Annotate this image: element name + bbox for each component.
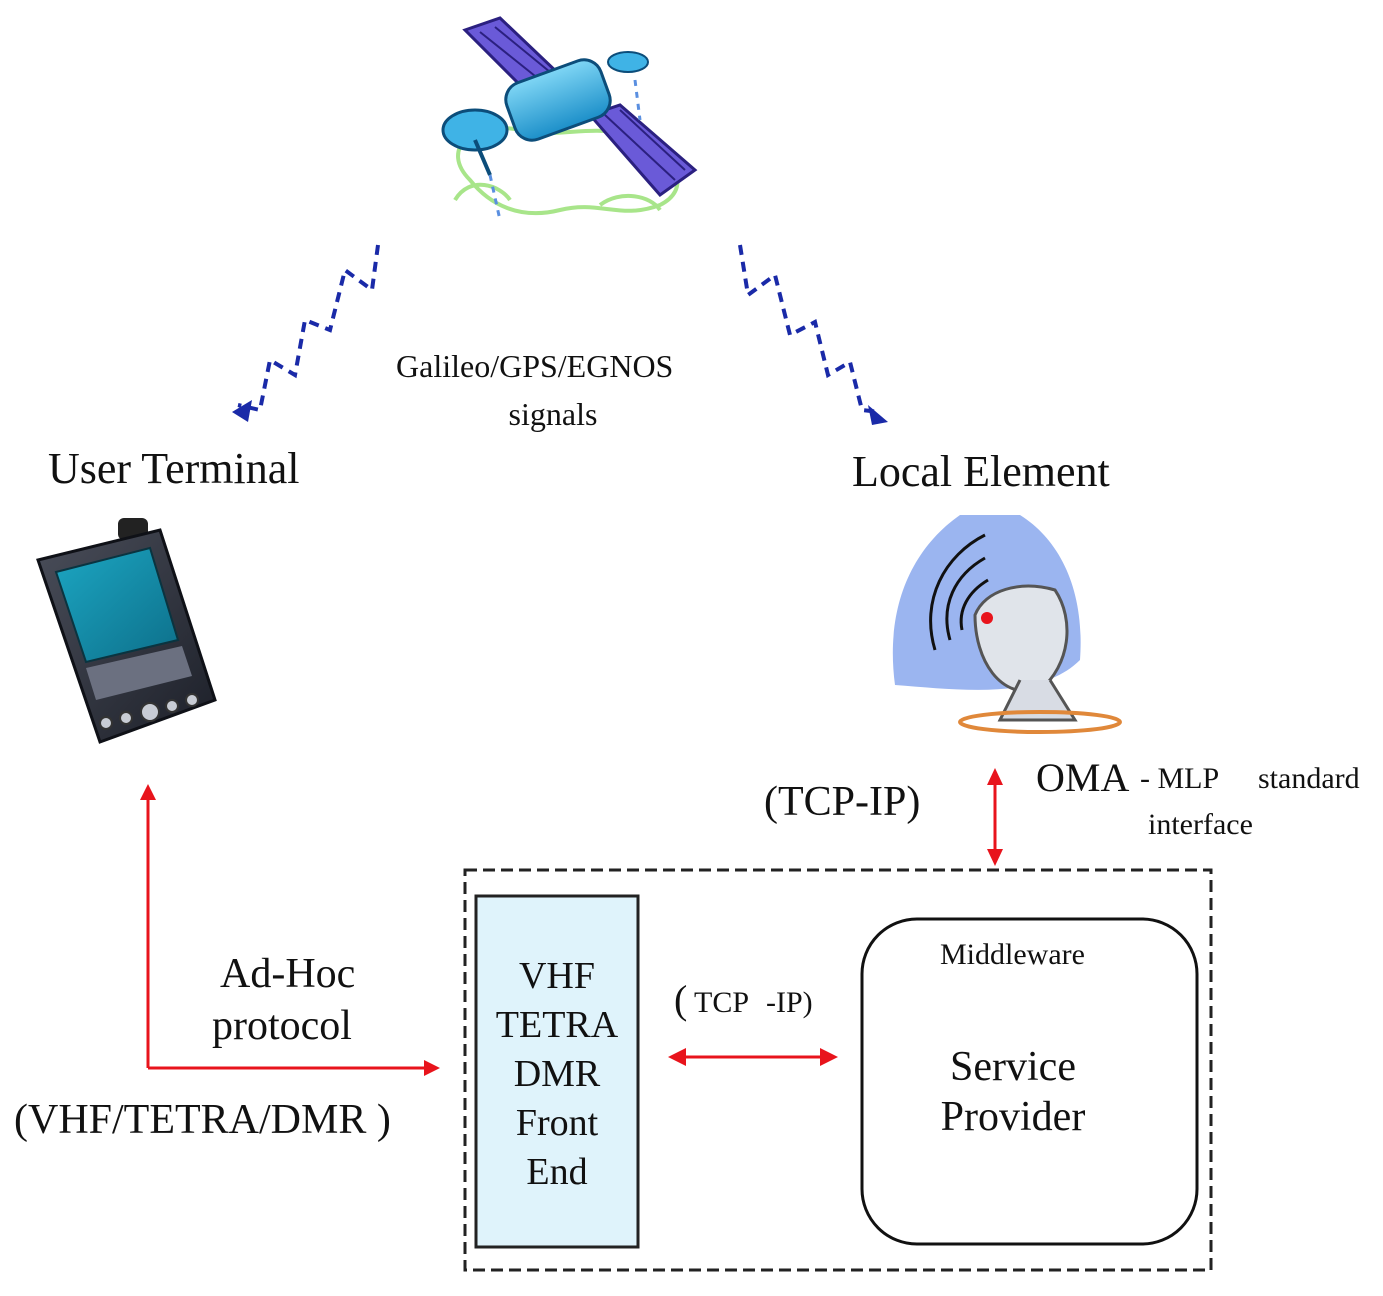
adhoc-arrow: [146, 790, 436, 1070]
signal-wave-left: [232, 244, 380, 422]
front-end-line-1: VHF: [518, 955, 596, 997]
front-end-line-4: Front: [515, 1102, 599, 1144]
service-provider-box: [860, 917, 1199, 1246]
satellite-icon: [441, 16, 698, 221]
adhoc-label-line1: Ad-Hoc: [220, 951, 356, 997]
front-end-line-3: DMR: [513, 1053, 601, 1095]
adhoc-label-line3: (VHF/TETRA/DMR ): [14, 1097, 391, 1143]
front-end-label: VHF TETRA DMR Front End: [476, 952, 638, 1197]
tcp-ip-mid-head-right: [820, 1048, 838, 1066]
tcp-ip-top-label: (TCP-IP): [764, 779, 921, 825]
pda-device-icon: [36, 518, 217, 744]
system-boundary: [463, 868, 1213, 1272]
front-end-box: [474, 894, 640, 1249]
tcp-ip-mid-head-left: [668, 1048, 686, 1066]
service-label: Service: [950, 1044, 1076, 1090]
tcp-ip-top-head-up: [987, 768, 1003, 785]
standard-label: standard: [1258, 762, 1360, 795]
tcp-ip-mid-tcp: TCP: [694, 986, 750, 1019]
provider-label: Provider: [940, 1094, 1086, 1140]
tcp-ip-mid-open: (: [674, 977, 688, 1022]
adhoc-label-line2: protocol: [212, 1003, 352, 1049]
front-end-line-5: End: [526, 1151, 588, 1193]
service-provider-label: Service Provider: [880, 1042, 1146, 1142]
signals-label: Galileo/GPS/EGNOS: [396, 348, 674, 384]
adhoc-arrow-head-right: [424, 1060, 440, 1076]
signals-label-line1: Galileo/GPS/EGNOS: [396, 348, 674, 384]
signals-label-line2: signals: [508, 396, 598, 432]
local-element-label: Local Element: [852, 447, 1110, 496]
oma-label: OMA: [1036, 755, 1130, 800]
signal-wave-right: [738, 244, 888, 425]
middleware-label: Middleware: [940, 938, 1085, 971]
interface-label: interface: [1148, 808, 1253, 841]
satellite-dish-icon: [892, 515, 1122, 734]
user-terminal-label: User Terminal: [48, 444, 300, 493]
tcp-ip-mid-ip: -IP): [766, 986, 813, 1019]
mlp-label: - MLP: [1140, 762, 1220, 795]
front-end-line-2: TETRA: [495, 1004, 619, 1046]
tcp-ip-top-head-down: [987, 849, 1003, 866]
adhoc-arrow-head-up: [140, 784, 156, 800]
